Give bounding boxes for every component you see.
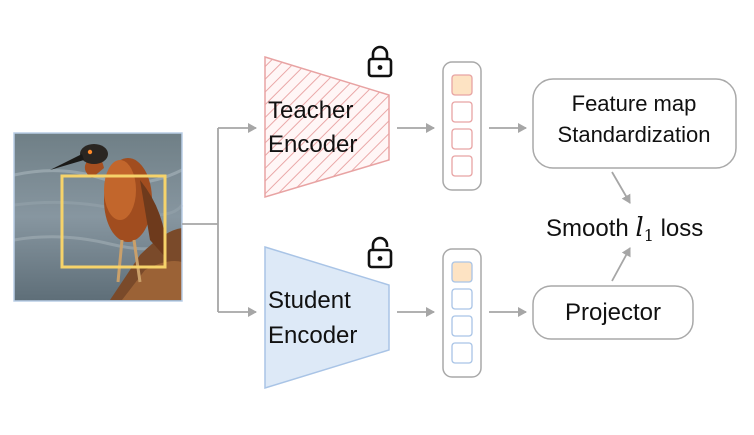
student-feature-tokens bbox=[442, 248, 482, 378]
teacher-label-line1: Teacher bbox=[268, 97, 353, 124]
student-label-line1: Student bbox=[268, 287, 351, 314]
loss-label: Smooth l1 loss bbox=[546, 213, 703, 245]
projector-to-loss-arrow bbox=[611, 247, 631, 282]
student-token bbox=[451, 288, 473, 310]
standardization-label-line1: Feature map bbox=[572, 91, 697, 116]
student-token bbox=[451, 261, 473, 283]
unlock-icon bbox=[367, 236, 393, 269]
teacher-encoder bbox=[264, 55, 390, 199]
projector-box bbox=[532, 285, 694, 340]
student-encoder bbox=[264, 245, 390, 390]
input-image-border bbox=[13, 132, 183, 302]
teacher-token bbox=[451, 128, 473, 150]
teacher-token bbox=[451, 155, 473, 177]
projector-label: Projector bbox=[565, 299, 661, 326]
standardization-to-loss-arrow bbox=[611, 171, 631, 204]
standardization-box bbox=[532, 78, 737, 169]
student-label-line2: Encoder bbox=[268, 322, 357, 349]
lock-icon bbox=[367, 45, 393, 78]
crop-box bbox=[60, 174, 167, 269]
teacher-feature-tokens bbox=[442, 61, 482, 191]
teacher-token bbox=[451, 101, 473, 123]
standardization-label-line2: Standardization bbox=[558, 122, 711, 147]
loss-suffix: loss bbox=[654, 215, 703, 242]
student-token bbox=[451, 342, 473, 364]
student-token bbox=[451, 315, 473, 337]
teacher-label-line2: Encoder bbox=[268, 131, 357, 158]
teacher-token bbox=[451, 74, 473, 96]
loss-subscript: 1 bbox=[644, 226, 654, 245]
input-image bbox=[13, 133, 184, 301]
loss-symbol: l bbox=[635, 213, 643, 243]
loss-prefix: Smooth bbox=[546, 215, 635, 242]
branch-connector bbox=[182, 123, 257, 317]
